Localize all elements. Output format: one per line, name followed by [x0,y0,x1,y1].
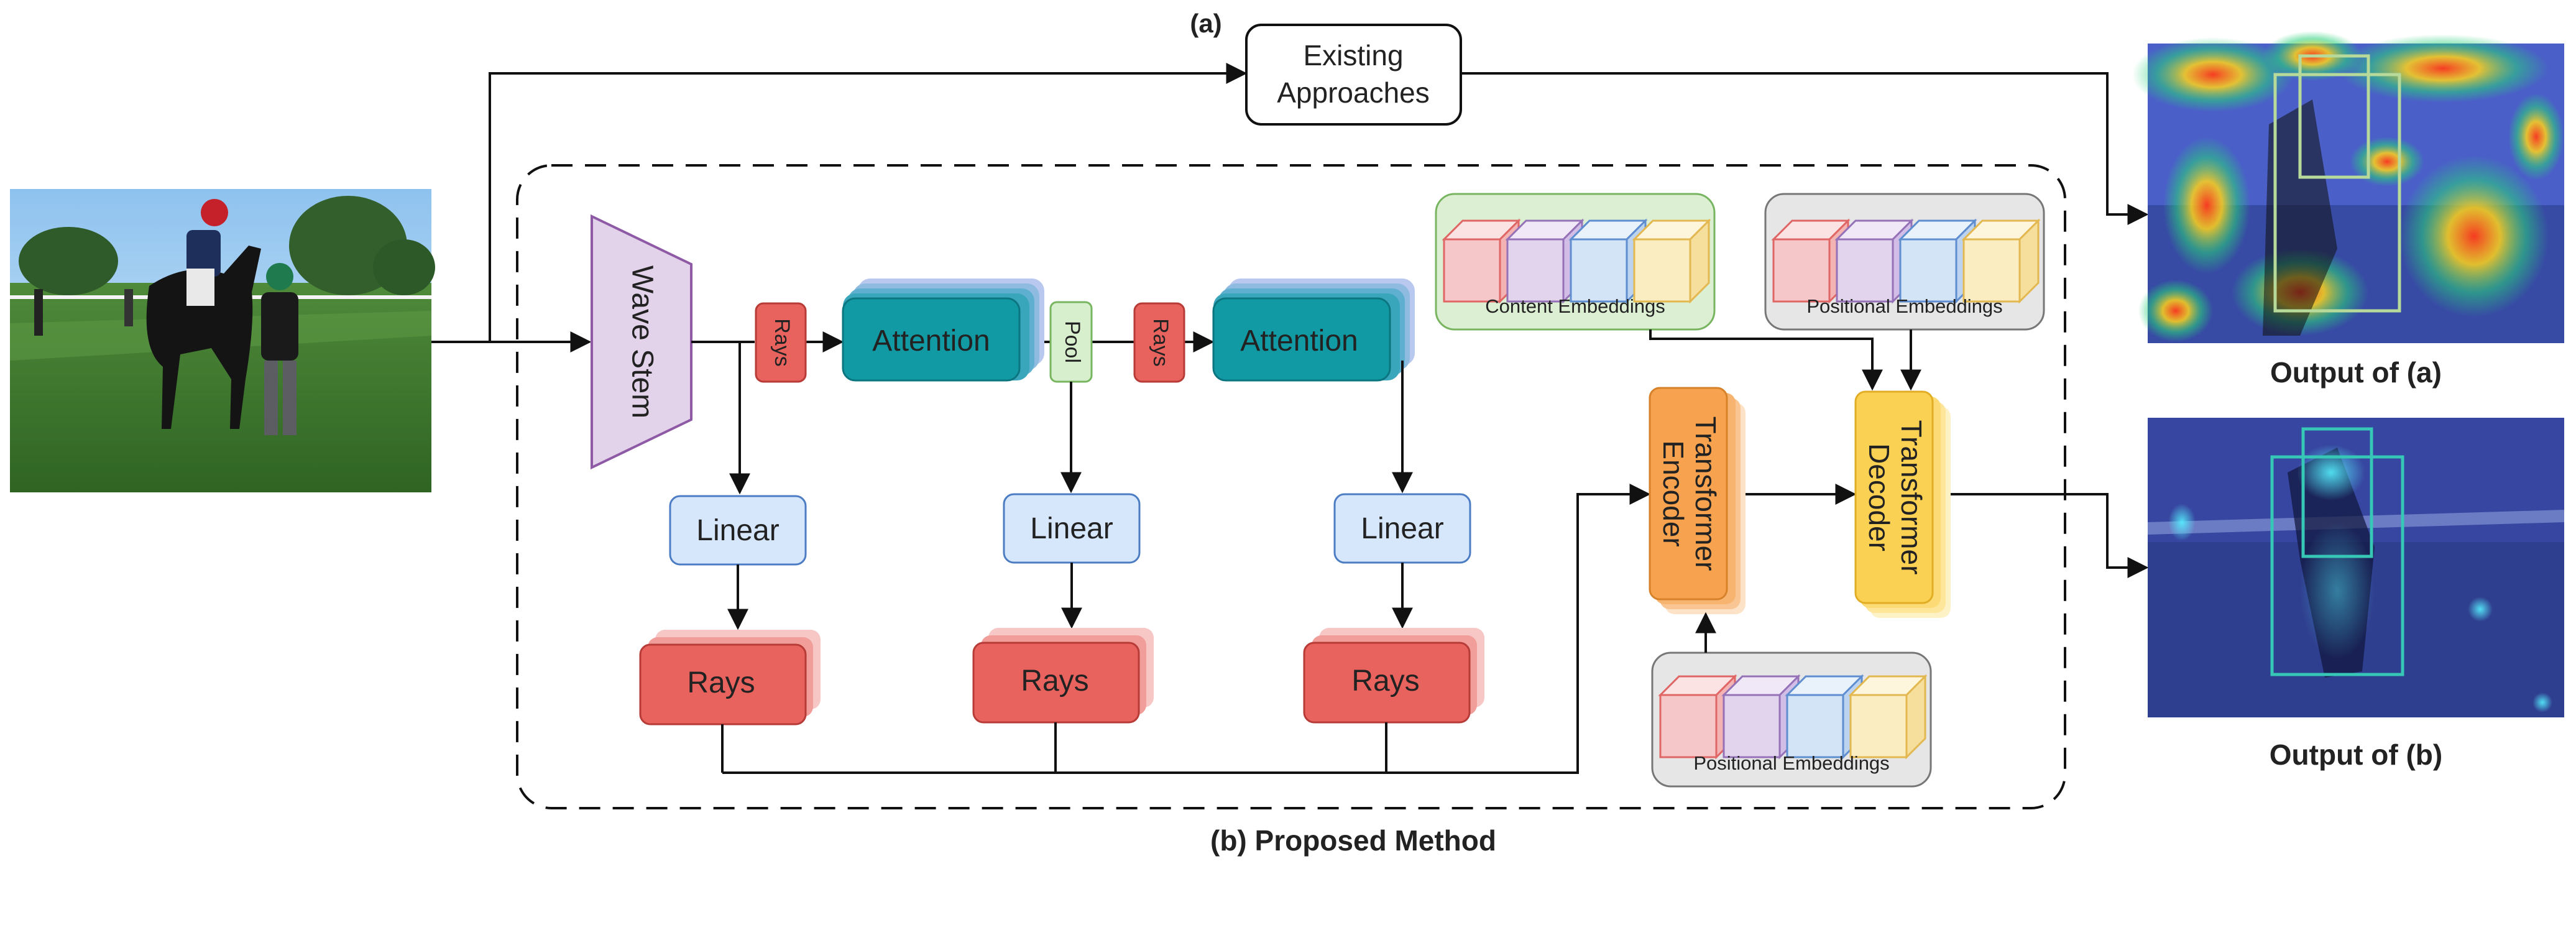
output-b-label: Output of (b) [2270,739,2442,771]
transformer-encoder-block [1649,387,1746,614]
content-embeddings-cubes [1442,218,1711,304]
linear-1-label: Linear [696,514,779,547]
rays-block-small-2 [1133,302,1185,383]
existing-approaches-line2: Approaches [1277,76,1430,109]
output-a-label: Output of (a) [2270,356,2442,389]
transformer-encoder-line1: Transformer [1690,417,1722,571]
positional-embeddings-bottom-cubes [1658,674,1928,760]
proposed-method-label: (b) Proposed Method [1210,824,1496,857]
rays-small-1-label: Rays [770,318,794,366]
linear-3-label: Linear [1361,512,1443,545]
positional-embeddings-top-label: Positional Embeddings [1806,295,2002,317]
rays-block-large-3 [1303,628,1484,724]
attention-2-label: Attention [1240,325,1358,357]
rays-large-2-label: Rays [1021,665,1088,698]
attention-block-1 [842,279,1044,382]
input-photo [10,189,435,492]
output-a-heatmap [2132,31,2564,343]
attention-block-2 [1212,279,1415,382]
transformer-decoder-line2: Decoder [1863,443,1895,551]
output-b-heatmap [2148,418,2564,717]
marker-a: (a) [1190,9,1221,38]
rays-block-small-1 [755,302,807,383]
transformer-decoder-line1: Transformer [1895,420,1928,575]
transformer-decoder-block [1854,390,1951,618]
transformer-encoder-line2: Encoder [1657,440,1690,546]
existing-approaches-line1: Existing [1303,39,1403,71]
positional-embeddings-top-cubes [1771,218,2041,304]
rays-small-2-label: Rays [1149,318,1172,366]
attention-1-label: Attention [872,325,990,357]
content-embeddings-label: Content Embeddings [1485,295,1665,317]
linear-2-label: Linear [1030,512,1113,545]
pool-label: Pool [1060,321,1084,363]
wave-stem-label: Wave Stem [625,265,658,418]
proposed-method-boundary [516,164,2066,809]
rays-block-large-1 [639,630,821,725]
rays-large-3-label: Rays [1351,665,1419,698]
rays-large-1-label: Rays [687,666,755,699]
positional-embeddings-bottom-label: Positional Embeddings [1693,752,1889,774]
rays-block-large-2 [972,628,1154,724]
wave-stem-block [591,214,692,470]
